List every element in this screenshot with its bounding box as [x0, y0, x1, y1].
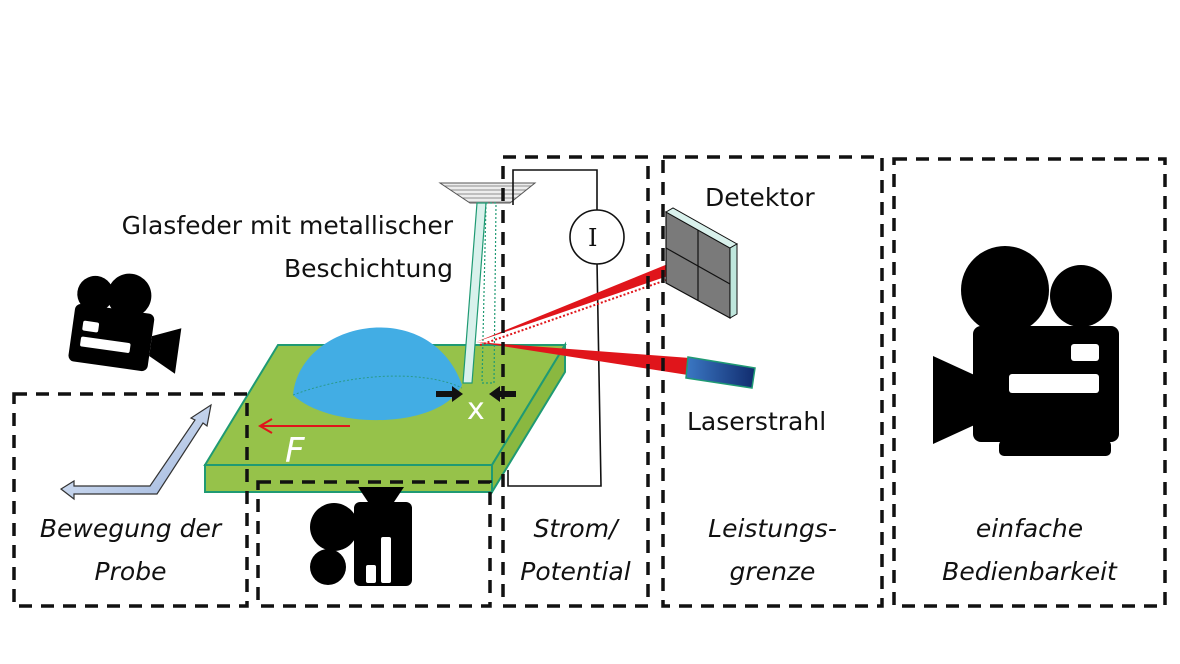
box-current-potential-text-line1: Strom/ — [533, 514, 618, 543]
box-sample-motion — [12, 392, 249, 608]
laser-source — [685, 356, 756, 389]
box-sample-motion-text-line2: Probe — [94, 557, 167, 586]
ammeter-label: I — [588, 224, 598, 252]
box-ease-of-use-text-line1: einfache — [975, 514, 1084, 543]
box-performance-limit — [661, 155, 884, 608]
laser-beam — [476, 255, 696, 375]
circuit-wire — [507, 169, 625, 487]
detector-label: Detektor — [705, 183, 815, 212]
spring-label-line1: Glasfeder mit metallischer — [121, 211, 453, 240]
box-ease-of-use — [892, 157, 1167, 608]
detector — [664, 207, 739, 320]
force-arrow — [258, 418, 350, 434]
displacement-label: x — [467, 392, 485, 427]
video-camera-icon — [933, 246, 1119, 456]
box-performance-limit-text-line2: grenze — [729, 557, 816, 586]
box-ease-of-use-text-line2: Bedienbarkeit — [942, 557, 1117, 586]
box-sample-motion-text-line1: Bewegung der — [39, 514, 222, 543]
box-observation — [256, 480, 492, 608]
glass-spring — [438, 182, 537, 384]
droplet — [292, 327, 463, 421]
box-current-potential-text-line2: Potential — [520, 557, 631, 586]
video-camera-icon — [310, 487, 412, 586]
force-label: F — [285, 431, 305, 471]
laser-label: Laserstrahl — [687, 407, 827, 436]
xy-motion-arrow-icon — [59, 403, 212, 501]
video-camera-icon — [68, 273, 182, 374]
ammeter-icon — [569, 209, 625, 265]
box-current-potential — [501, 155, 650, 608]
box-performance-limit-text-line1: Leistungs- — [708, 514, 837, 543]
spring-label-line2: Beschichtung — [283, 254, 453, 283]
